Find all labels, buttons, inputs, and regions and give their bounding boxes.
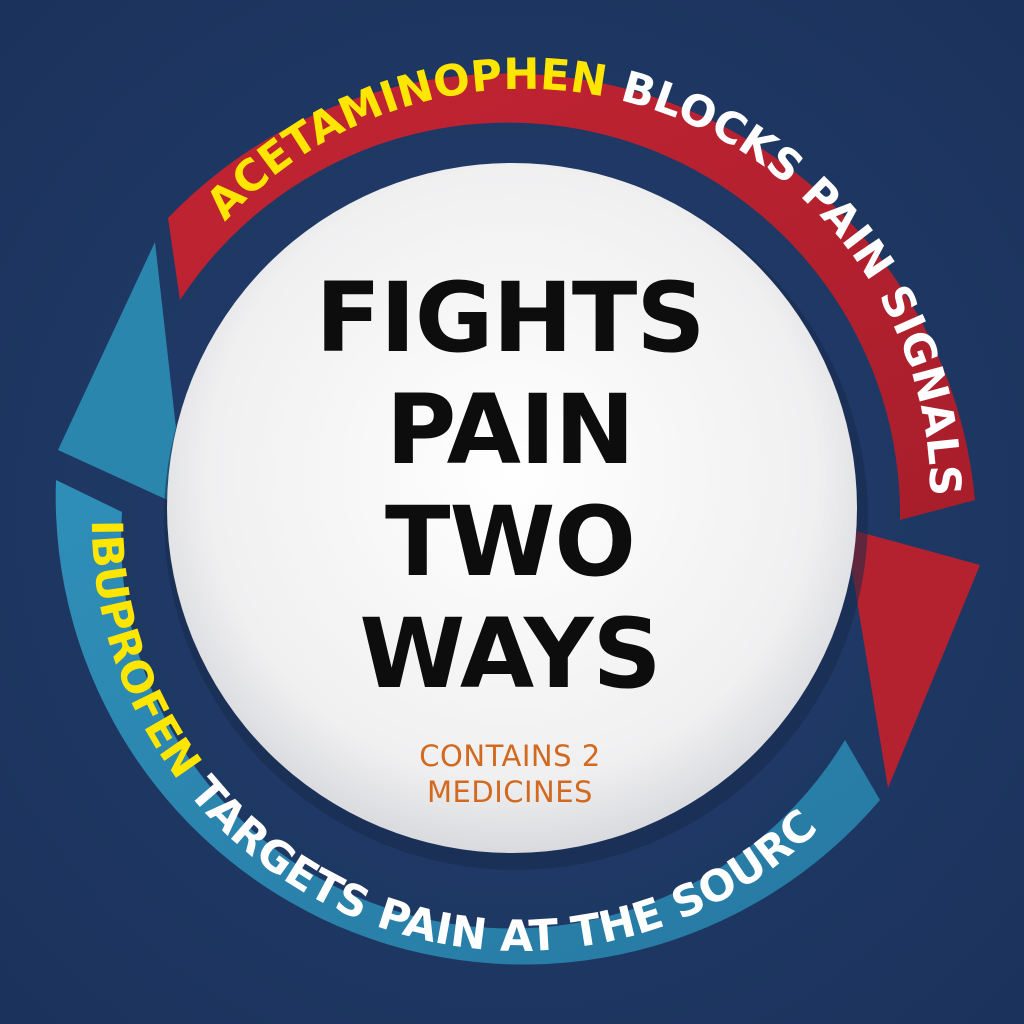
center-disc <box>167 163 857 853</box>
headline-line-4: WAYS <box>359 598 661 710</box>
headline-line-2: PAIN <box>386 374 635 486</box>
bottom-arc-arrowhead <box>58 242 185 508</box>
subtext-line-1: CONTAINS 2 <box>419 739 601 773</box>
top-arc-band <box>168 73 975 520</box>
headline-line-1: FIGHTS <box>315 262 705 374</box>
subtext-line-2: MEDICINES <box>427 775 593 809</box>
headline-line-3: TWO <box>385 486 636 598</box>
bottom-arc-band <box>55 480 880 965</box>
subtext: CONTAINS 2 MEDICINES <box>300 738 720 810</box>
top-arc-arrowhead <box>845 528 980 788</box>
headline: FIGHTS PAIN TWO WAYS <box>180 262 840 710</box>
